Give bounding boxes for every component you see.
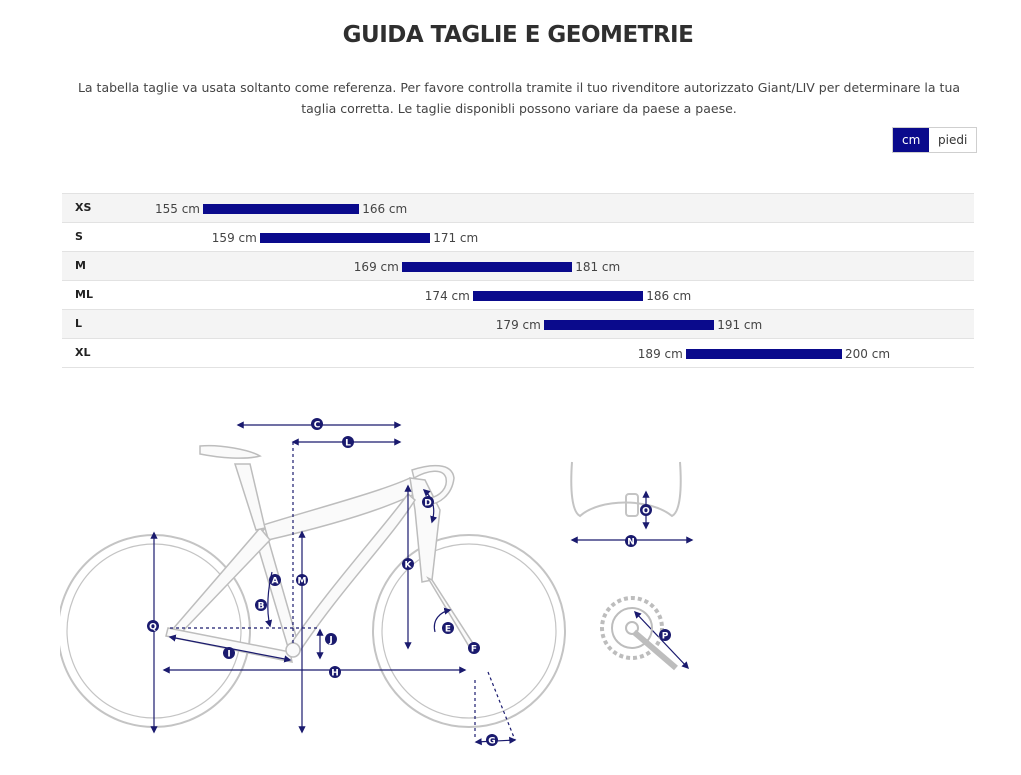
marker-label-o: O (642, 507, 650, 517)
range-min-text: 155 cm (154, 202, 200, 216)
range-min-text: 189 cm (637, 347, 683, 361)
range-max-text: 166 cm (362, 202, 408, 216)
unit-cm-button[interactable]: cm (893, 128, 929, 152)
range-max-text: 171 cm (433, 231, 479, 245)
size-label: ML (75, 288, 93, 301)
marker-g (486, 734, 498, 746)
marker-f (468, 642, 480, 654)
range-bar (685, 349, 842, 359)
size-label: L (75, 317, 83, 330)
marker-label-f: F (471, 645, 477, 655)
marker-label-i: I (227, 650, 230, 660)
size-row: ML 174 cm 186 cm (62, 280, 974, 309)
marker-label-h: H (331, 669, 339, 679)
unit-piedi-button[interactable]: piedi (929, 128, 977, 152)
page-title: GUIDA TAGLIE E GEOMETRIE (342, 22, 694, 48)
front-wheel (372, 534, 566, 728)
marker-p (659, 629, 671, 641)
marker-label-j: J (328, 636, 332, 646)
geometry-diagram: A B C D E F G H I J K L M N O P Q (60, 418, 694, 747)
marker-label-a: A (272, 577, 279, 587)
size-table: XS 155 cm 166 cm S 159 cm 171 cm M 169 cm 181 cm… (62, 193, 974, 368)
range-bar (401, 262, 573, 272)
marker-label-q: Q (149, 623, 157, 633)
size-label: XL (75, 346, 91, 359)
size-row: S 159 cm 171 cm (62, 222, 974, 251)
marker-a (269, 574, 281, 586)
geometry-markers: A B C D E F G H I J K L M N O P Q (147, 418, 671, 747)
size-row: XL 189 cm 200 cm (62, 338, 974, 368)
size-label: M (75, 259, 86, 272)
size-row: XS 155 cm 166 cm (62, 193, 974, 222)
marker-m (296, 574, 308, 586)
crankset-icon (600, 596, 678, 671)
marker-label-b: B (258, 602, 265, 612)
size-label: XS (75, 201, 92, 214)
unit-toggle[interactable]: cm piedi (892, 127, 978, 153)
marker-b (255, 599, 267, 611)
size-disclaimer: La tabella taglie va usata soltanto come… (77, 80, 961, 116)
range-min-text: 174 cm (424, 289, 470, 303)
marker-label-k: K (405, 561, 413, 571)
marker-c (311, 418, 323, 430)
range-max-text: 181 cm (575, 260, 621, 274)
range-min-text: 169 cm (353, 260, 399, 274)
marker-label-p: P (662, 632, 669, 642)
marker-label-l: L (345, 439, 351, 449)
marker-e (442, 622, 454, 634)
marker-d (422, 496, 434, 508)
marker-label-e: E (445, 625, 451, 635)
range-bar (259, 233, 431, 243)
size-label: S (75, 230, 83, 243)
marker-label-d: D (424, 499, 431, 509)
marker-label-m: M (298, 577, 307, 587)
handlebar-front-view (570, 461, 682, 518)
range-bar (543, 320, 715, 330)
marker-label-c: C (314, 421, 321, 431)
marker-o (640, 504, 652, 516)
range-max-text: 200 cm (845, 347, 891, 361)
range-max-text: 186 cm (646, 289, 692, 303)
marker-i (223, 647, 235, 659)
size-row: L 179 cm 191 cm (62, 309, 974, 338)
marker-l (342, 436, 354, 448)
marker-n (625, 535, 637, 547)
range-min-text: 159 cm (211, 231, 257, 245)
marker-label-g: G (488, 737, 495, 747)
range-bar (203, 204, 360, 214)
marker-q (147, 620, 159, 632)
marker-k (402, 558, 414, 570)
range-bar (472, 291, 644, 301)
range-max-text: 191 cm (717, 318, 763, 332)
marker-j (325, 633, 337, 645)
marker-h (329, 666, 341, 678)
range-min-text: 179 cm (495, 318, 541, 332)
size-row: M 169 cm 181 cm (62, 251, 974, 280)
marker-label-n: N (627, 538, 635, 548)
